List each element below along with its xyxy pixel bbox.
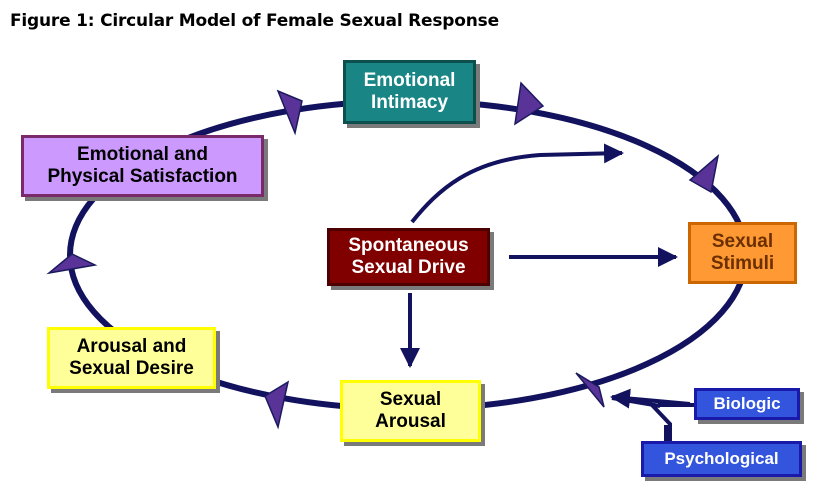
node-spontaneous-drive: Spontaneous Sexual Drive (327, 228, 490, 286)
node-psychological-label: Psychological (664, 449, 779, 468)
arrowhead-bottom (264, 380, 290, 430)
node-biologic: Biologic (694, 388, 800, 420)
arrowhead-top-left (276, 89, 303, 136)
node-satisfaction-label: Emotional and Physical Satisfaction (47, 144, 238, 187)
node-satisfaction: Emotional and Physical Satisfaction (21, 135, 264, 197)
figure-title: Figure 1: Circular Model of Female Sexua… (10, 11, 499, 31)
arrowhead-right-upper (688, 154, 720, 194)
factors-branch (650, 403, 672, 441)
drive-curved-arrow (410, 143, 624, 224)
node-arousal-desire-label: Arousal and Sexual Desire (69, 336, 194, 379)
node-biologic-label: Biologic (713, 394, 781, 413)
node-sexual-stimuli-label: Sexual Stimuli (710, 231, 775, 274)
arrowhead-left (46, 253, 98, 275)
node-emotional-intimacy-label: Emotional Intimacy (363, 70, 456, 113)
node-spontaneous-drive-label: Spontaneous Sexual Drive (348, 235, 469, 278)
node-sexual-arousal-label: Sexual Arousal (375, 389, 446, 432)
node-sexual-stimuli: Sexual Stimuli (688, 222, 797, 284)
node-emotional-intimacy: Emotional Intimacy (343, 60, 476, 124)
arrowhead-right-lower (575, 372, 605, 408)
factors-arrow (610, 388, 691, 409)
node-arousal-desire: Arousal and Sexual Desire (47, 327, 216, 389)
cycle-arrowheads (46, 81, 720, 430)
node-psychological: Psychological (641, 441, 802, 477)
node-sexual-arousal: Sexual Arousal (340, 380, 481, 442)
arrowhead-top-right (514, 81, 545, 126)
